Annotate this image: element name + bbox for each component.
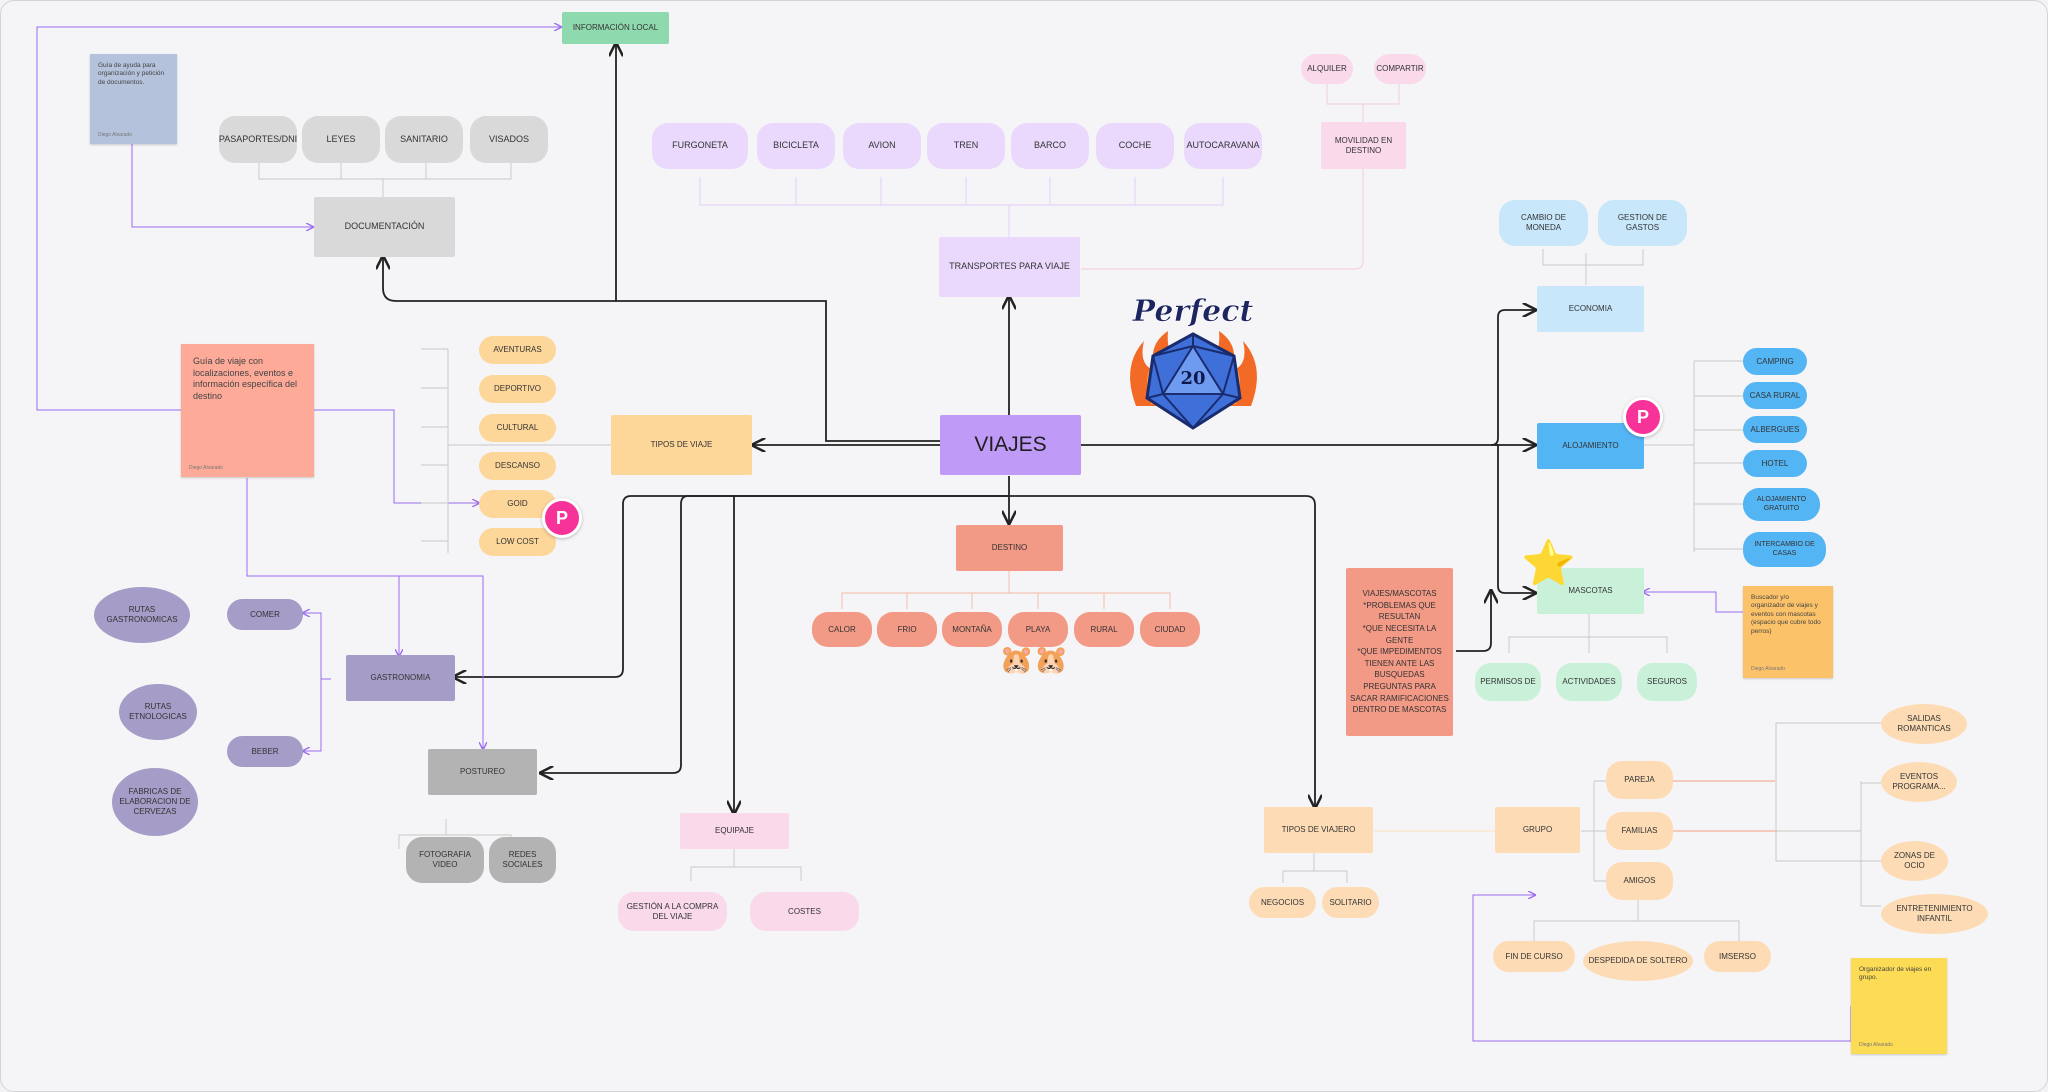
mascotas-node[interactable]: MASCOTAS	[1537, 568, 1644, 614]
grupo-item-pareja[interactable]: PAREJA	[1606, 761, 1673, 799]
economia-node[interactable]: ECONOMIA	[1537, 286, 1644, 332]
economia-item-gastos[interactable]: GESTION DE GASTOS	[1598, 200, 1687, 246]
alojamiento-item-intercambio[interactable]: INTERCAMBIO DE CASAS	[1743, 532, 1826, 567]
grupo-node[interactable]: GRUPO	[1495, 807, 1580, 853]
info-local-node[interactable]: INFORMACIÓN LOCAL	[562, 12, 669, 44]
sticky-note-grupo[interactable]: Organizador de viajes en grupo. Diego Al…	[1851, 958, 1947, 1054]
alojamiento-item-hotel[interactable]: HOTEL	[1743, 450, 1807, 477]
doc-item-sanitario[interactable]: SANITARIO	[385, 116, 463, 163]
tipo-viaje-cultural[interactable]: CULTURAL	[479, 414, 556, 442]
ocio-item-eventos[interactable]: EVENTOS PROGRAMA...	[1881, 762, 1957, 802]
ocio-item-zonas[interactable]: ZONAS DE OCIO	[1881, 841, 1948, 881]
beber-node[interactable]: BEBER	[227, 736, 303, 767]
sticky-author: Diego Alvarado	[189, 464, 223, 471]
tipo-viaje-descanso[interactable]: DESCANSO	[479, 452, 556, 480]
rutas-gastronomicas-node[interactable]: RUTAS GASTRONOMICAS	[94, 587, 190, 643]
doc-item-pasaportes[interactable]: PASAPORTES/DNI	[219, 116, 297, 163]
amigos-item-despedida[interactable]: DESPEDIDA DE SOLTERO	[1583, 941, 1693, 981]
movilidad-item-compartir[interactable]: COMPARTIR	[1374, 54, 1426, 84]
central-topic-viajes[interactable]: VIAJES	[940, 415, 1081, 475]
sticky-text: Buscador y/o organizador de viajes y eve…	[1751, 594, 1821, 635]
transport-item-tren[interactable]: TREN	[927, 123, 1005, 169]
fabricas-cervezas-node[interactable]: FABRICAS DE ELABORACION DE CERVEZAS	[112, 768, 198, 836]
mascotas-note[interactable]: VIAJES/MASCOTAS *PROBLEMAS QUE RESULTAN …	[1346, 568, 1453, 736]
alojamiento-item-gratuito[interactable]: ALOJAMIENTO GRATUITO	[1743, 488, 1820, 521]
postureo-item-fotografia[interactable]: FOTOGRAFIA VIDEO	[406, 837, 484, 883]
sticky-note-mascotas[interactable]: Buscador y/o organizador de viajes y eve…	[1743, 586, 1833, 678]
transport-item-coche[interactable]: COCHE	[1096, 123, 1174, 169]
transport-item-furgoneta[interactable]: FURGONETA	[652, 123, 748, 169]
transport-item-autocaravana[interactable]: AUTOCARAVANA	[1184, 123, 1262, 169]
sticky-author: Diego Alvarado	[1751, 665, 1785, 672]
transport-item-bicicleta[interactable]: BICICLETA	[757, 123, 835, 169]
transportes-node[interactable]: TRANSPORTES PARA VIAJE	[939, 237, 1080, 297]
viajero-item-negocios[interactable]: NEGOCIOS	[1249, 887, 1316, 918]
movilidad-item-alquiler[interactable]: ALQUILER	[1301, 54, 1353, 84]
sticky-note-guia[interactable]: Guía de viaje con localizaciones, evento…	[181, 344, 314, 477]
equipaje-item-gestion[interactable]: GESTIÓN A LA COMPRA DEL VIAJE	[618, 892, 727, 931]
mascotas-item-actividades[interactable]: ACTIVIDADES	[1556, 663, 1622, 701]
alojamiento-item-casa-rural[interactable]: CASA RURAL	[1743, 382, 1807, 409]
movilidad-node[interactable]: MOVILIDAD EN DESTINO	[1321, 122, 1406, 169]
alojamiento-item-camping[interactable]: CAMPING	[1743, 348, 1807, 375]
mascotas-item-seguros[interactable]: SEGUROS	[1637, 663, 1697, 701]
hamster-emoji: 🐹🐹	[999, 644, 1069, 675]
alojamiento-node[interactable]: ALOJAMIENTO	[1537, 423, 1644, 469]
sticky-author: Diego Alvarado	[98, 131, 132, 138]
sticky-text: Guía de ayuda para organización y petici…	[98, 62, 165, 86]
doc-item-visados[interactable]: VISADOS	[470, 116, 548, 163]
transport-item-barco[interactable]: BARCO	[1011, 123, 1089, 169]
gastronomia-node[interactable]: GASTRONOMIA	[346, 655, 455, 701]
sticky-text: Organizador de viajes en grupo.	[1859, 966, 1932, 982]
viajero-item-solitario[interactable]: SOLITARIO	[1322, 887, 1379, 918]
destino-node[interactable]: DESTINO	[956, 525, 1063, 571]
tipos-viajero-node[interactable]: TIPOS DE VIAJERO	[1264, 807, 1373, 853]
user-badge-tipos-viaje[interactable]: P	[542, 498, 582, 538]
star-icon: ⭐	[1521, 539, 1576, 588]
destino-item-rural[interactable]: RURAL	[1074, 612, 1134, 647]
tipo-viaje-deportivo[interactable]: DEPORTIVO	[479, 375, 556, 403]
postureo-node[interactable]: POSTUREO	[428, 749, 537, 795]
user-badge-alojamiento[interactable]: P	[1623, 397, 1663, 437]
logo-number: 20	[1180, 368, 1205, 389]
amigos-item-imserso[interactable]: IMSERSO	[1704, 941, 1771, 972]
documentacion-node[interactable]: DOCUMENTACIÓN	[314, 197, 455, 257]
comer-node[interactable]: COMER	[227, 599, 303, 630]
mascotas-item-permisos[interactable]: PERMISOS DE	[1475, 663, 1541, 701]
tipo-viaje-low-cost[interactable]: LOW COST	[479, 528, 556, 556]
destino-item-calor[interactable]: CALOR	[812, 612, 872, 647]
grupo-item-familias[interactable]: FAMILIAS	[1606, 812, 1673, 850]
postureo-item-redes[interactable]: REDES SOCIALES	[489, 837, 556, 883]
rutas-etnologicas-node[interactable]: RUTAS ETNOLOGICAS	[119, 684, 197, 740]
sticky-note-documentacion[interactable]: Guía de ayuda para organización y petici…	[90, 54, 177, 144]
grupo-item-amigos[interactable]: AMIGOS	[1606, 862, 1673, 900]
equipaje-item-costes[interactable]: COSTES	[750, 892, 859, 931]
alojamiento-item-albergues[interactable]: ALBERGUES	[1743, 416, 1807, 443]
doc-item-leyes[interactable]: LEYES	[302, 116, 380, 163]
sticky-author: Diego Alvarado	[1859, 1041, 1893, 1048]
destino-item-playa[interactable]: PLAYA	[1008, 612, 1068, 647]
ocio-item-entretenimiento[interactable]: ENTRETENIMIENTO INFANTIL	[1881, 894, 1988, 934]
ocio-item-salidas[interactable]: SALIDAS ROMANTICAS	[1881, 704, 1967, 744]
tipo-viaje-aventuras[interactable]: AVENTURAS	[479, 336, 556, 364]
perfect-d20-logo: 20 Perfect	[1130, 294, 1257, 430]
transport-item-avion[interactable]: AVION	[843, 123, 921, 169]
destino-item-frio[interactable]: FRIO	[877, 612, 937, 647]
economia-item-cambio[interactable]: CAMBIO DE MONEDA	[1499, 200, 1588, 246]
destino-item-montana[interactable]: MONTAÑA	[942, 612, 1002, 647]
sticky-text: Guía de viaje con localizaciones, evento…	[193, 356, 298, 402]
amigos-item-fin-curso[interactable]: FIN DE CURSO	[1493, 941, 1575, 972]
logo-text: Perfect	[1132, 294, 1254, 329]
tipos-viaje-node[interactable]: TIPOS DE VIAJE	[611, 415, 752, 475]
destino-item-ciudad[interactable]: CIUDAD	[1140, 612, 1200, 647]
equipaje-node[interactable]: EQUIPAJE	[680, 813, 789, 849]
